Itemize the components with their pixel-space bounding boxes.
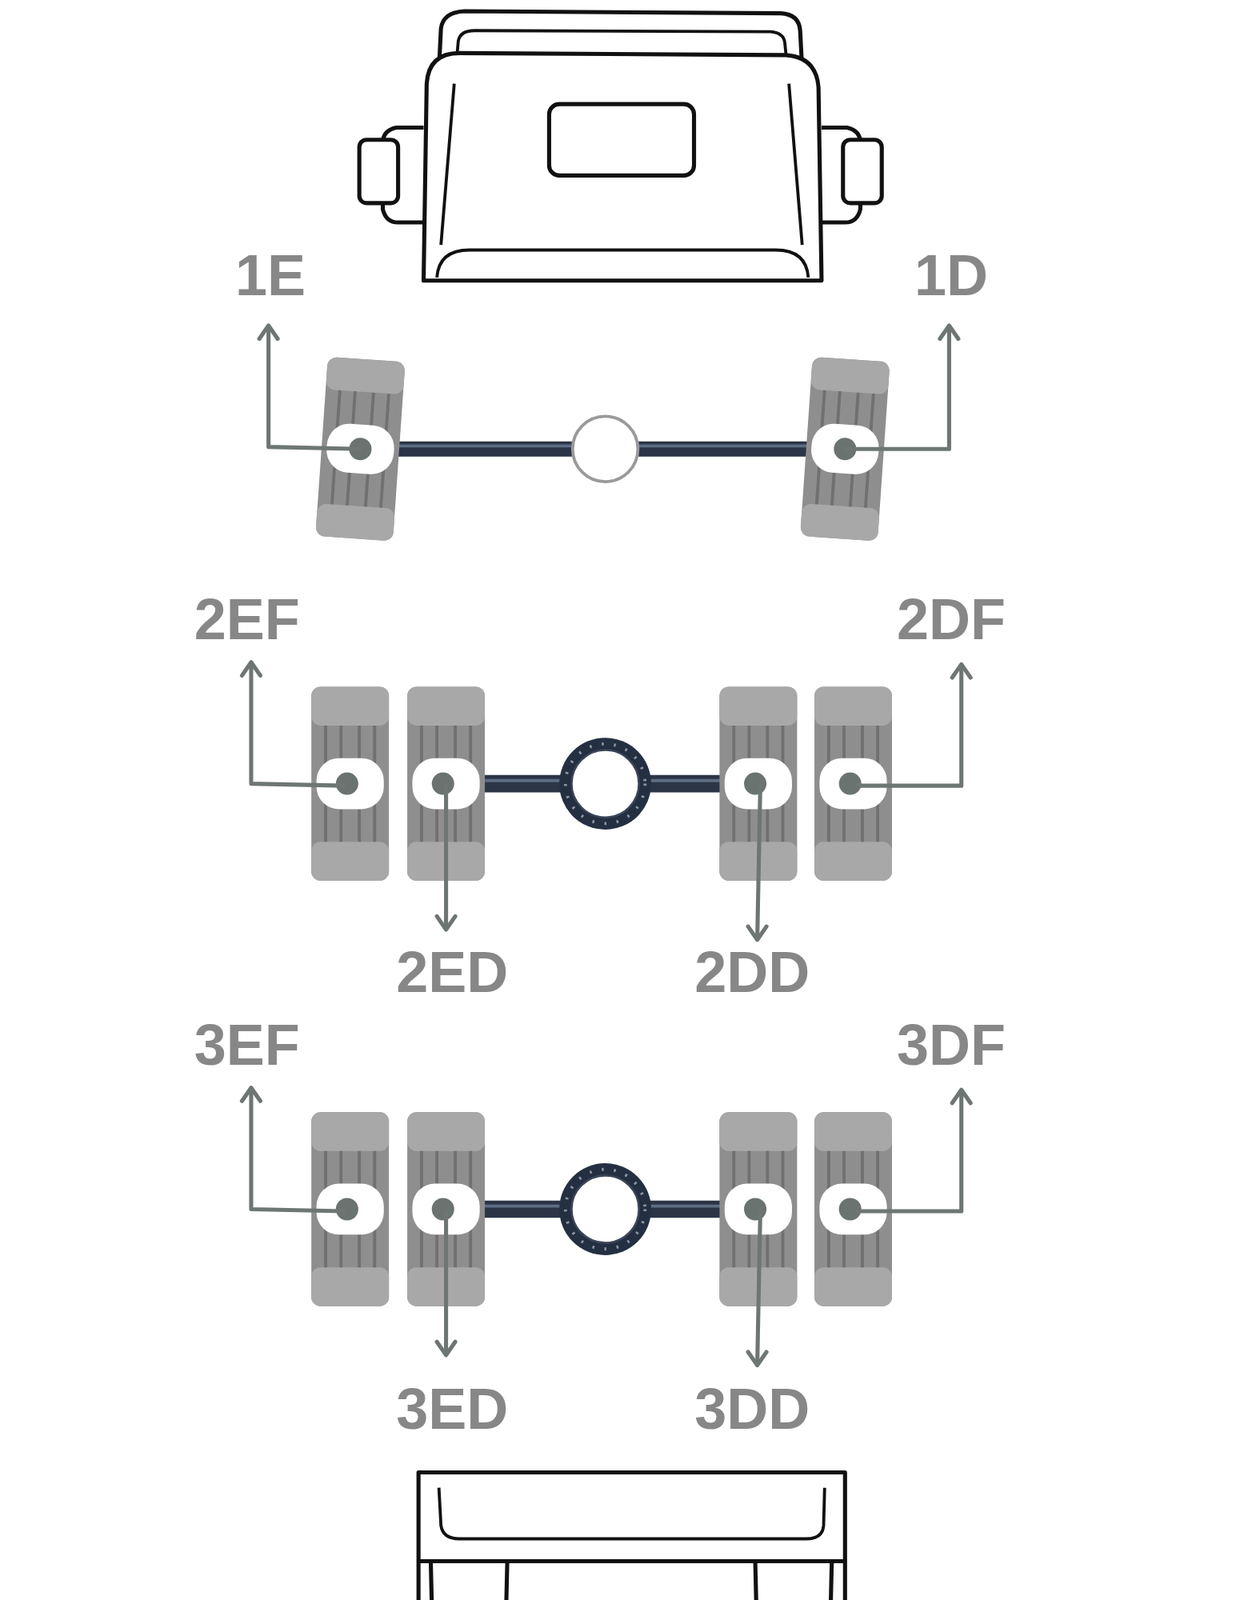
tire-position-label: 2EF bbox=[194, 590, 300, 648]
tire-position-label: 2ED bbox=[396, 943, 508, 1001]
rear-axle bbox=[311, 686, 892, 880]
tire-position-label: 3ED bbox=[396, 1380, 508, 1438]
tire-position-label: 3DD bbox=[694, 1380, 810, 1438]
tire-position-label: 2DD bbox=[694, 943, 810, 1001]
tire-position-label: 3EF bbox=[194, 1016, 300, 1074]
tire-position-label: 2DF bbox=[896, 590, 1006, 648]
tire-position-label: 3DF bbox=[896, 1016, 1006, 1074]
rear-axle bbox=[311, 1112, 892, 1306]
front-axle bbox=[315, 356, 890, 542]
trailer-rear bbox=[418, 1472, 845, 1600]
tire-position-label: 1D bbox=[914, 246, 988, 304]
tire-position-label: 1E bbox=[235, 246, 306, 304]
cab bbox=[359, 11, 882, 281]
leader-lines bbox=[241, 325, 971, 1366]
